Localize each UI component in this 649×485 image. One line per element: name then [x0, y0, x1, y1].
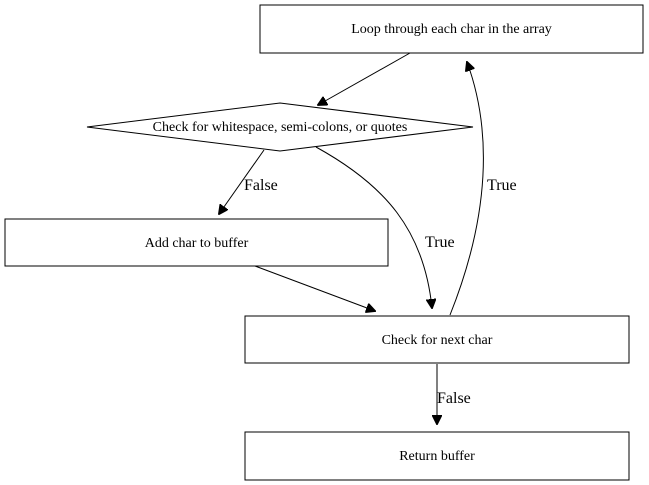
edge-check-to-next-true	[315, 146, 432, 308]
edge-next-to-loop-true	[449, 62, 484, 316]
node-next-char: Check for next char	[244, 315, 630, 364]
edge-add-to-next	[254, 265, 375, 311]
edge-label-next-false: False	[437, 390, 471, 407]
edge-check-to-add-false	[219, 149, 265, 214]
node-add-char: Add char to buffer	[4, 218, 389, 267]
edge-label-check-true: True	[425, 234, 455, 251]
node-return-buffer-label: Return buffer	[399, 449, 475, 464]
edge-loop-to-check	[318, 52, 411, 105]
node-add-char-label: Add char to buffer	[145, 236, 249, 251]
node-next-char-label: Check for next char	[382, 333, 493, 348]
node-check-whitespace-label: Check for whitespace, semi-colons, or qu…	[153, 120, 408, 135]
node-check-whitespace: Check for whitespace, semi-colons, or qu…	[86, 102, 474, 152]
edge-label-next-true: True	[487, 177, 517, 194]
node-return-buffer: Return buffer	[244, 431, 630, 481]
edge-label-check-false: False	[244, 177, 278, 194]
node-loop-label: Loop through each char in the array	[351, 22, 552, 37]
node-loop: Loop through each char in the array	[259, 4, 644, 54]
